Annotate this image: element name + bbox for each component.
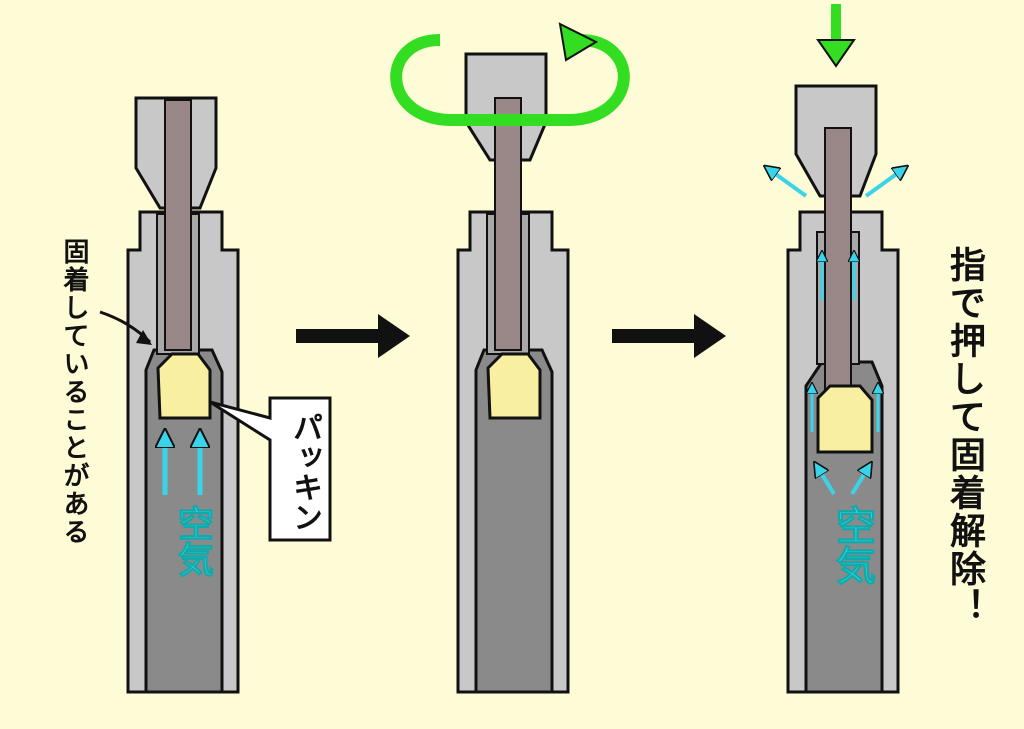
air-label-left: 空気 — [172, 505, 214, 578]
rotate-arrow-head — [558, 22, 599, 62]
air-label-right: 空気 — [829, 505, 876, 586]
push-down-arrow-icon — [816, 4, 856, 68]
stuck-note-label: 固着していることがある — [59, 238, 89, 546]
air-arrow-icon — [850, 468, 868, 496]
callout-bubble — [209, 396, 332, 542]
packing — [816, 384, 874, 454]
rod — [824, 127, 852, 391]
rotate-arrow-icon — [390, 34, 630, 126]
rod — [494, 97, 522, 351]
packing-label: パッキン — [287, 412, 322, 532]
air-arrow-icon — [818, 468, 836, 496]
tube-inner — [474, 348, 554, 694]
right-arrow-icon — [612, 314, 726, 358]
right-arrow-icon — [296, 314, 410, 358]
packing — [486, 352, 542, 420]
panel-2-rotate-cap — [390, 22, 630, 694]
air-arrow-icon — [770, 170, 808, 198]
rod — [164, 99, 192, 351]
packing — [156, 352, 212, 420]
panel-1-stuck-valve — [99, 96, 332, 694]
panel-3-push-release — [770, 4, 902, 694]
pointer-arrow-head — [136, 330, 152, 345]
air-arrow-icon — [864, 170, 902, 198]
release-note-label: 指で押して固着解除！ — [944, 246, 985, 626]
